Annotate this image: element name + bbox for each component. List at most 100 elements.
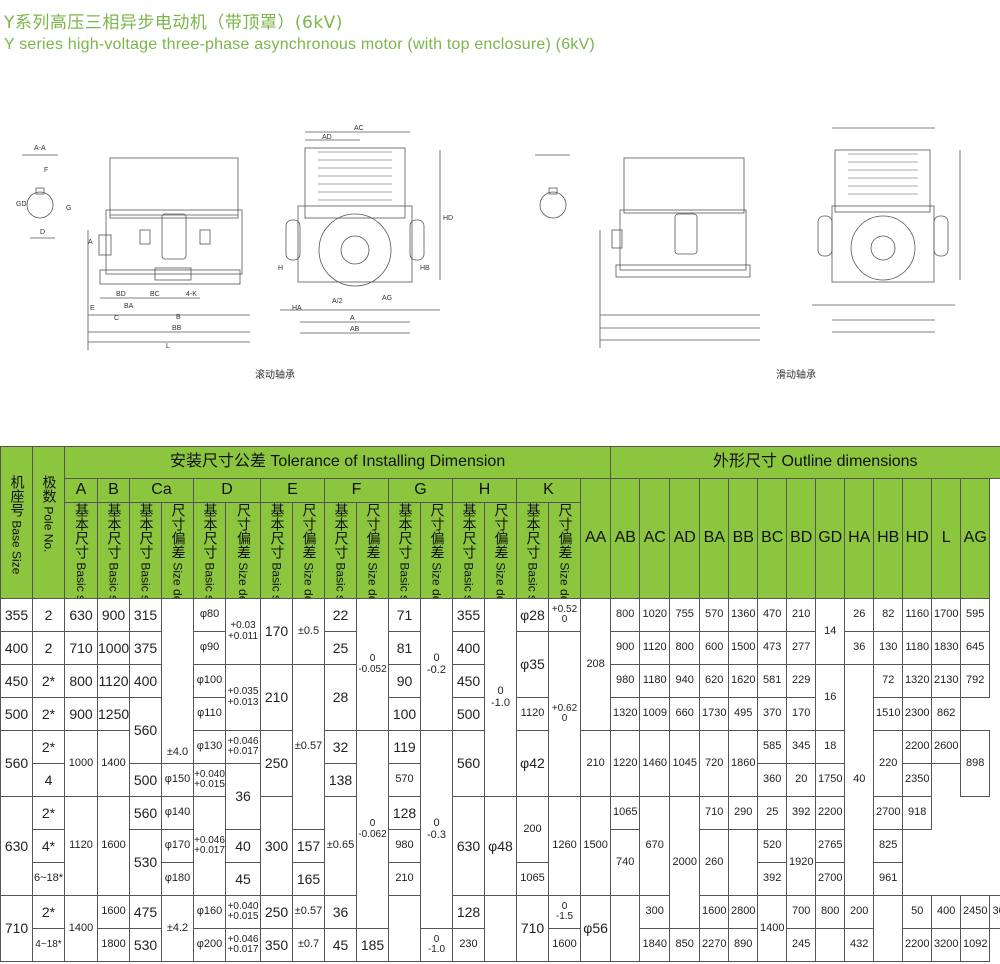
cell: 165 bbox=[292, 862, 325, 896]
cell: 581 bbox=[757, 664, 788, 698]
cell: 1700 bbox=[931, 598, 962, 632]
cell: 2800 bbox=[728, 895, 759, 929]
cell: 980 bbox=[610, 664, 641, 698]
cell: 200 bbox=[516, 796, 549, 863]
cell: 345 bbox=[786, 730, 817, 764]
cell: +0.52 0 bbox=[548, 598, 581, 632]
cell: 220 bbox=[873, 730, 904, 797]
cell: 800 bbox=[64, 664, 98, 698]
dim-label: A bbox=[88, 239, 93, 246]
cell: 4 bbox=[32, 763, 65, 797]
cell: 400 bbox=[931, 895, 962, 929]
cell: 1120 bbox=[516, 697, 549, 731]
cell: +0.03 +0.011 bbox=[225, 598, 261, 665]
cell bbox=[815, 928, 846, 962]
table-row: 500 2* 900 1250 560 φ110 100 500 1120 13… bbox=[0, 697, 1000, 764]
cell: 370 bbox=[757, 697, 788, 731]
dim-label: D bbox=[40, 229, 45, 236]
cell: φ48 bbox=[484, 796, 517, 896]
col-AG: AG bbox=[960, 478, 991, 599]
cell: 2600 bbox=[931, 730, 962, 764]
sub-dev: 尺寸偏差 Size deviation bbox=[292, 502, 325, 599]
sub-dev: 尺寸偏差 Size deviation bbox=[356, 502, 389, 599]
cell bbox=[610, 895, 641, 962]
cell: 710 bbox=[699, 796, 730, 830]
table-row: 450 2* 800 1120 400 φ100 +0.035 +0.013 2… bbox=[0, 664, 1000, 896]
cell: 900 bbox=[97, 598, 130, 632]
cell: 2000 bbox=[669, 796, 701, 929]
cell: 495 bbox=[728, 697, 759, 731]
cell: 1220 bbox=[610, 730, 641, 797]
cell: 1830 bbox=[931, 631, 962, 665]
dim-label: L bbox=[166, 343, 170, 350]
cell: 1180 bbox=[639, 664, 671, 698]
cell: 40 bbox=[225, 829, 261, 863]
cell: 560 bbox=[452, 730, 485, 797]
cell: 0 -0.062 bbox=[356, 730, 389, 929]
sub-basic: 基本尺寸 Basic size bbox=[516, 502, 549, 599]
motor-drawing: A-A F GD G D A E BD BA BC C B BB L 4-K A… bbox=[16, 125, 961, 350]
cell: 1730 bbox=[699, 697, 730, 731]
col-HD: HD bbox=[902, 478, 933, 599]
cell: φ90 bbox=[193, 631, 226, 665]
cell: 1800 bbox=[97, 928, 130, 962]
title-chinese: Y系列高压三相异步电动机（带顶罩）(6kV) bbox=[4, 13, 343, 33]
cell: 530 bbox=[129, 829, 162, 896]
dim-label: BD bbox=[116, 291, 126, 298]
cell: φ35 bbox=[516, 631, 549, 698]
cell: 210 bbox=[579, 730, 612, 797]
cell: 3000 bbox=[989, 895, 1000, 929]
cell: 670 bbox=[639, 796, 671, 896]
cell: 260 bbox=[699, 829, 730, 896]
cell: 1320 bbox=[610, 697, 641, 731]
cell: 862 bbox=[931, 697, 962, 731]
cell: +0.046 +0.017 bbox=[193, 796, 226, 896]
cell: ±0.7 bbox=[292, 928, 325, 962]
cell: 2700 bbox=[873, 796, 904, 830]
cell: 119 bbox=[388, 730, 421, 764]
cell: 595 bbox=[960, 598, 991, 632]
cell: +0.040 +0.015 bbox=[193, 763, 226, 797]
dim-label: A/2 bbox=[332, 298, 343, 305]
cell: 71 bbox=[388, 598, 421, 632]
cell: 2* bbox=[32, 796, 65, 830]
col-H: H bbox=[452, 478, 517, 503]
cell: 400 bbox=[0, 631, 33, 665]
cell: 825 bbox=[873, 829, 904, 863]
dim-label: HD bbox=[443, 215, 453, 222]
cell: 900 bbox=[610, 631, 641, 665]
cell: 585 bbox=[757, 730, 788, 764]
cell: 1020 bbox=[639, 598, 671, 632]
table-row: 560 2* 1000 1400 φ130 +0.046 +0.017 250 … bbox=[0, 730, 1000, 929]
cell: 710 bbox=[516, 895, 549, 962]
cell: 570 bbox=[388, 763, 421, 797]
sub-basic: 基本尺寸 Basic size bbox=[97, 502, 130, 599]
cell: 400 bbox=[129, 664, 162, 698]
col-D: D bbox=[193, 478, 261, 503]
cell: 185 bbox=[356, 928, 389, 962]
cell: 32 bbox=[324, 730, 357, 764]
cell: 360 bbox=[757, 763, 788, 797]
dim-label: G bbox=[66, 205, 71, 212]
cell: 1500 bbox=[728, 631, 759, 665]
table-row: 4 500 φ150 +0.040 +0.015 36 138 570 360 … bbox=[1, 763, 1000, 830]
cell: 6~18* bbox=[32, 862, 65, 896]
cell: 0 -0.3 bbox=[420, 730, 453, 929]
sub-dev: 尺寸偏差 Size deviation bbox=[161, 502, 194, 599]
cell: 50 bbox=[902, 895, 933, 929]
col-AB: AB bbox=[610, 478, 641, 599]
cell: 1620 bbox=[728, 664, 759, 698]
cell: 81 bbox=[388, 631, 421, 665]
cell: 350 bbox=[260, 928, 293, 962]
dim-label: F bbox=[44, 167, 48, 174]
sub-basic: 基本尺寸 Basic size bbox=[129, 502, 162, 599]
col-G: G bbox=[388, 478, 453, 503]
cell: φ150 bbox=[161, 763, 194, 797]
cell: 1160 bbox=[902, 598, 933, 632]
cell: 500 bbox=[0, 697, 33, 731]
dim-label: GD bbox=[16, 201, 27, 208]
cell: φ160 bbox=[193, 895, 226, 929]
cell: 473 bbox=[757, 631, 788, 665]
cell: 1400 bbox=[97, 730, 130, 797]
sub-basic: 基本尺寸 Basic size bbox=[388, 502, 421, 599]
